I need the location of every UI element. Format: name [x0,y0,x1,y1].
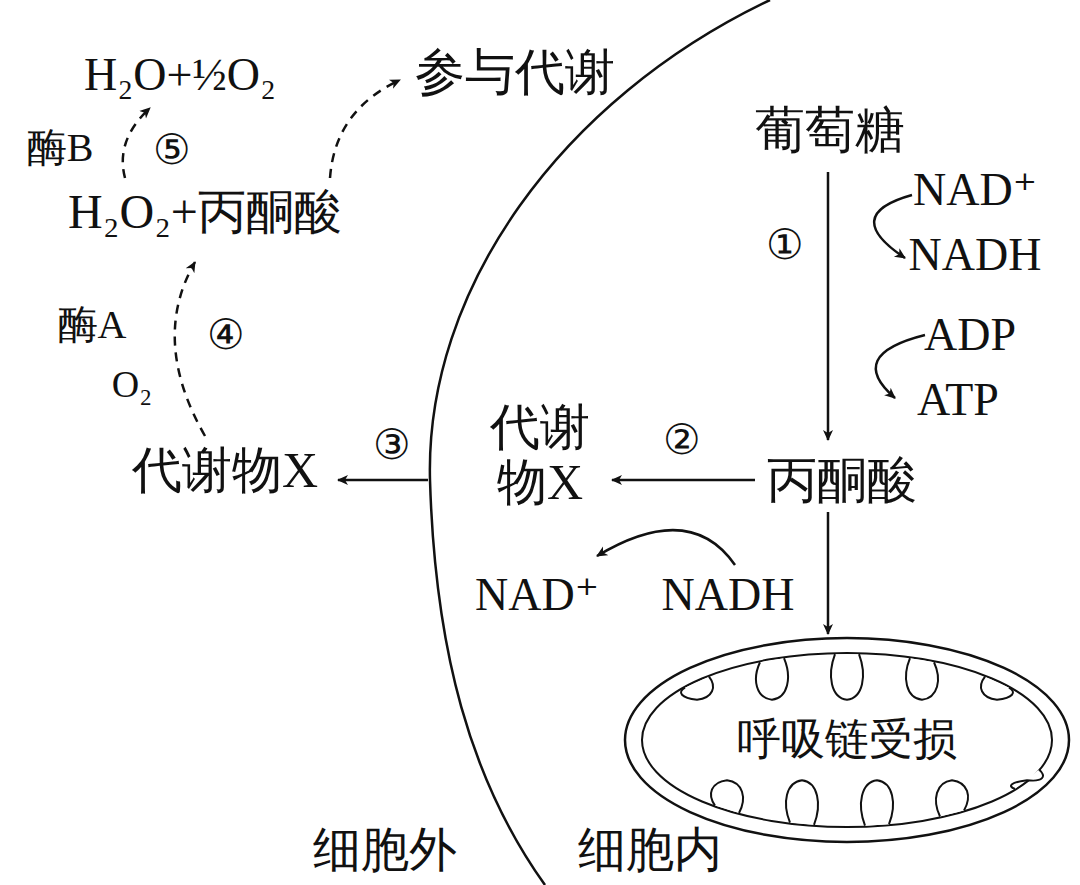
compound-label: 丙酮酸 [767,453,917,508]
export-arrow [338,479,428,482]
step-number: ③ [373,422,411,468]
product-label: H₂O+½O₂ [84,50,276,101]
enzyme-label: 酶B [27,126,94,170]
node-label: 呼吸链受损 [737,716,957,764]
crista [786,780,818,825]
compound-label: O₂ [112,364,153,406]
region-label: 细胞内 [578,824,722,877]
cofactor-label: NADH [662,570,795,621]
compound-label: 葡萄糖 [755,103,905,158]
cofactor-arrow [597,530,735,565]
crista [756,658,788,700]
step-number: ④ [207,312,245,358]
crista [681,677,713,700]
crista [1011,769,1043,788]
outer-membrane [625,638,1069,842]
step-number: ⑤ [153,127,191,173]
enzyme-label: 酶A [58,303,127,347]
enzyme-a-arrow [175,262,205,436]
mitochondrion: 呼吸链受损 [622,635,1072,845]
glycolysis-arrow [827,172,830,440]
crista [906,658,938,700]
crista [861,780,893,825]
metabolism-arrow [330,80,400,178]
cofactor-label: NAD⁺ [475,570,599,621]
step-number: ② [663,417,701,463]
region-label: 细胞外 [313,824,457,877]
crista [936,780,968,816]
mitochondria-arrow [827,512,830,634]
cofactor-label: NADH [909,230,1042,281]
enzyme-b-arrow [123,108,150,178]
cofactor-label: NAD⁺ [913,165,1037,216]
reduction-arrow [612,479,755,482]
compound-label: 代谢物X [132,443,318,498]
cofactor-label: ATP [917,375,999,426]
inner-membrane [642,653,1052,827]
cofactor-arrow [874,195,912,258]
compound-label: H₂O₂+丙酮酸 [68,186,342,239]
compound-label: 代谢 物X [480,400,600,510]
crista [711,780,743,813]
step-number: ① [766,222,804,268]
crista [831,654,863,700]
crista [981,677,1013,700]
fate-label: 参与代谢 [415,45,615,100]
cofactor-label: ADP [924,310,1016,361]
